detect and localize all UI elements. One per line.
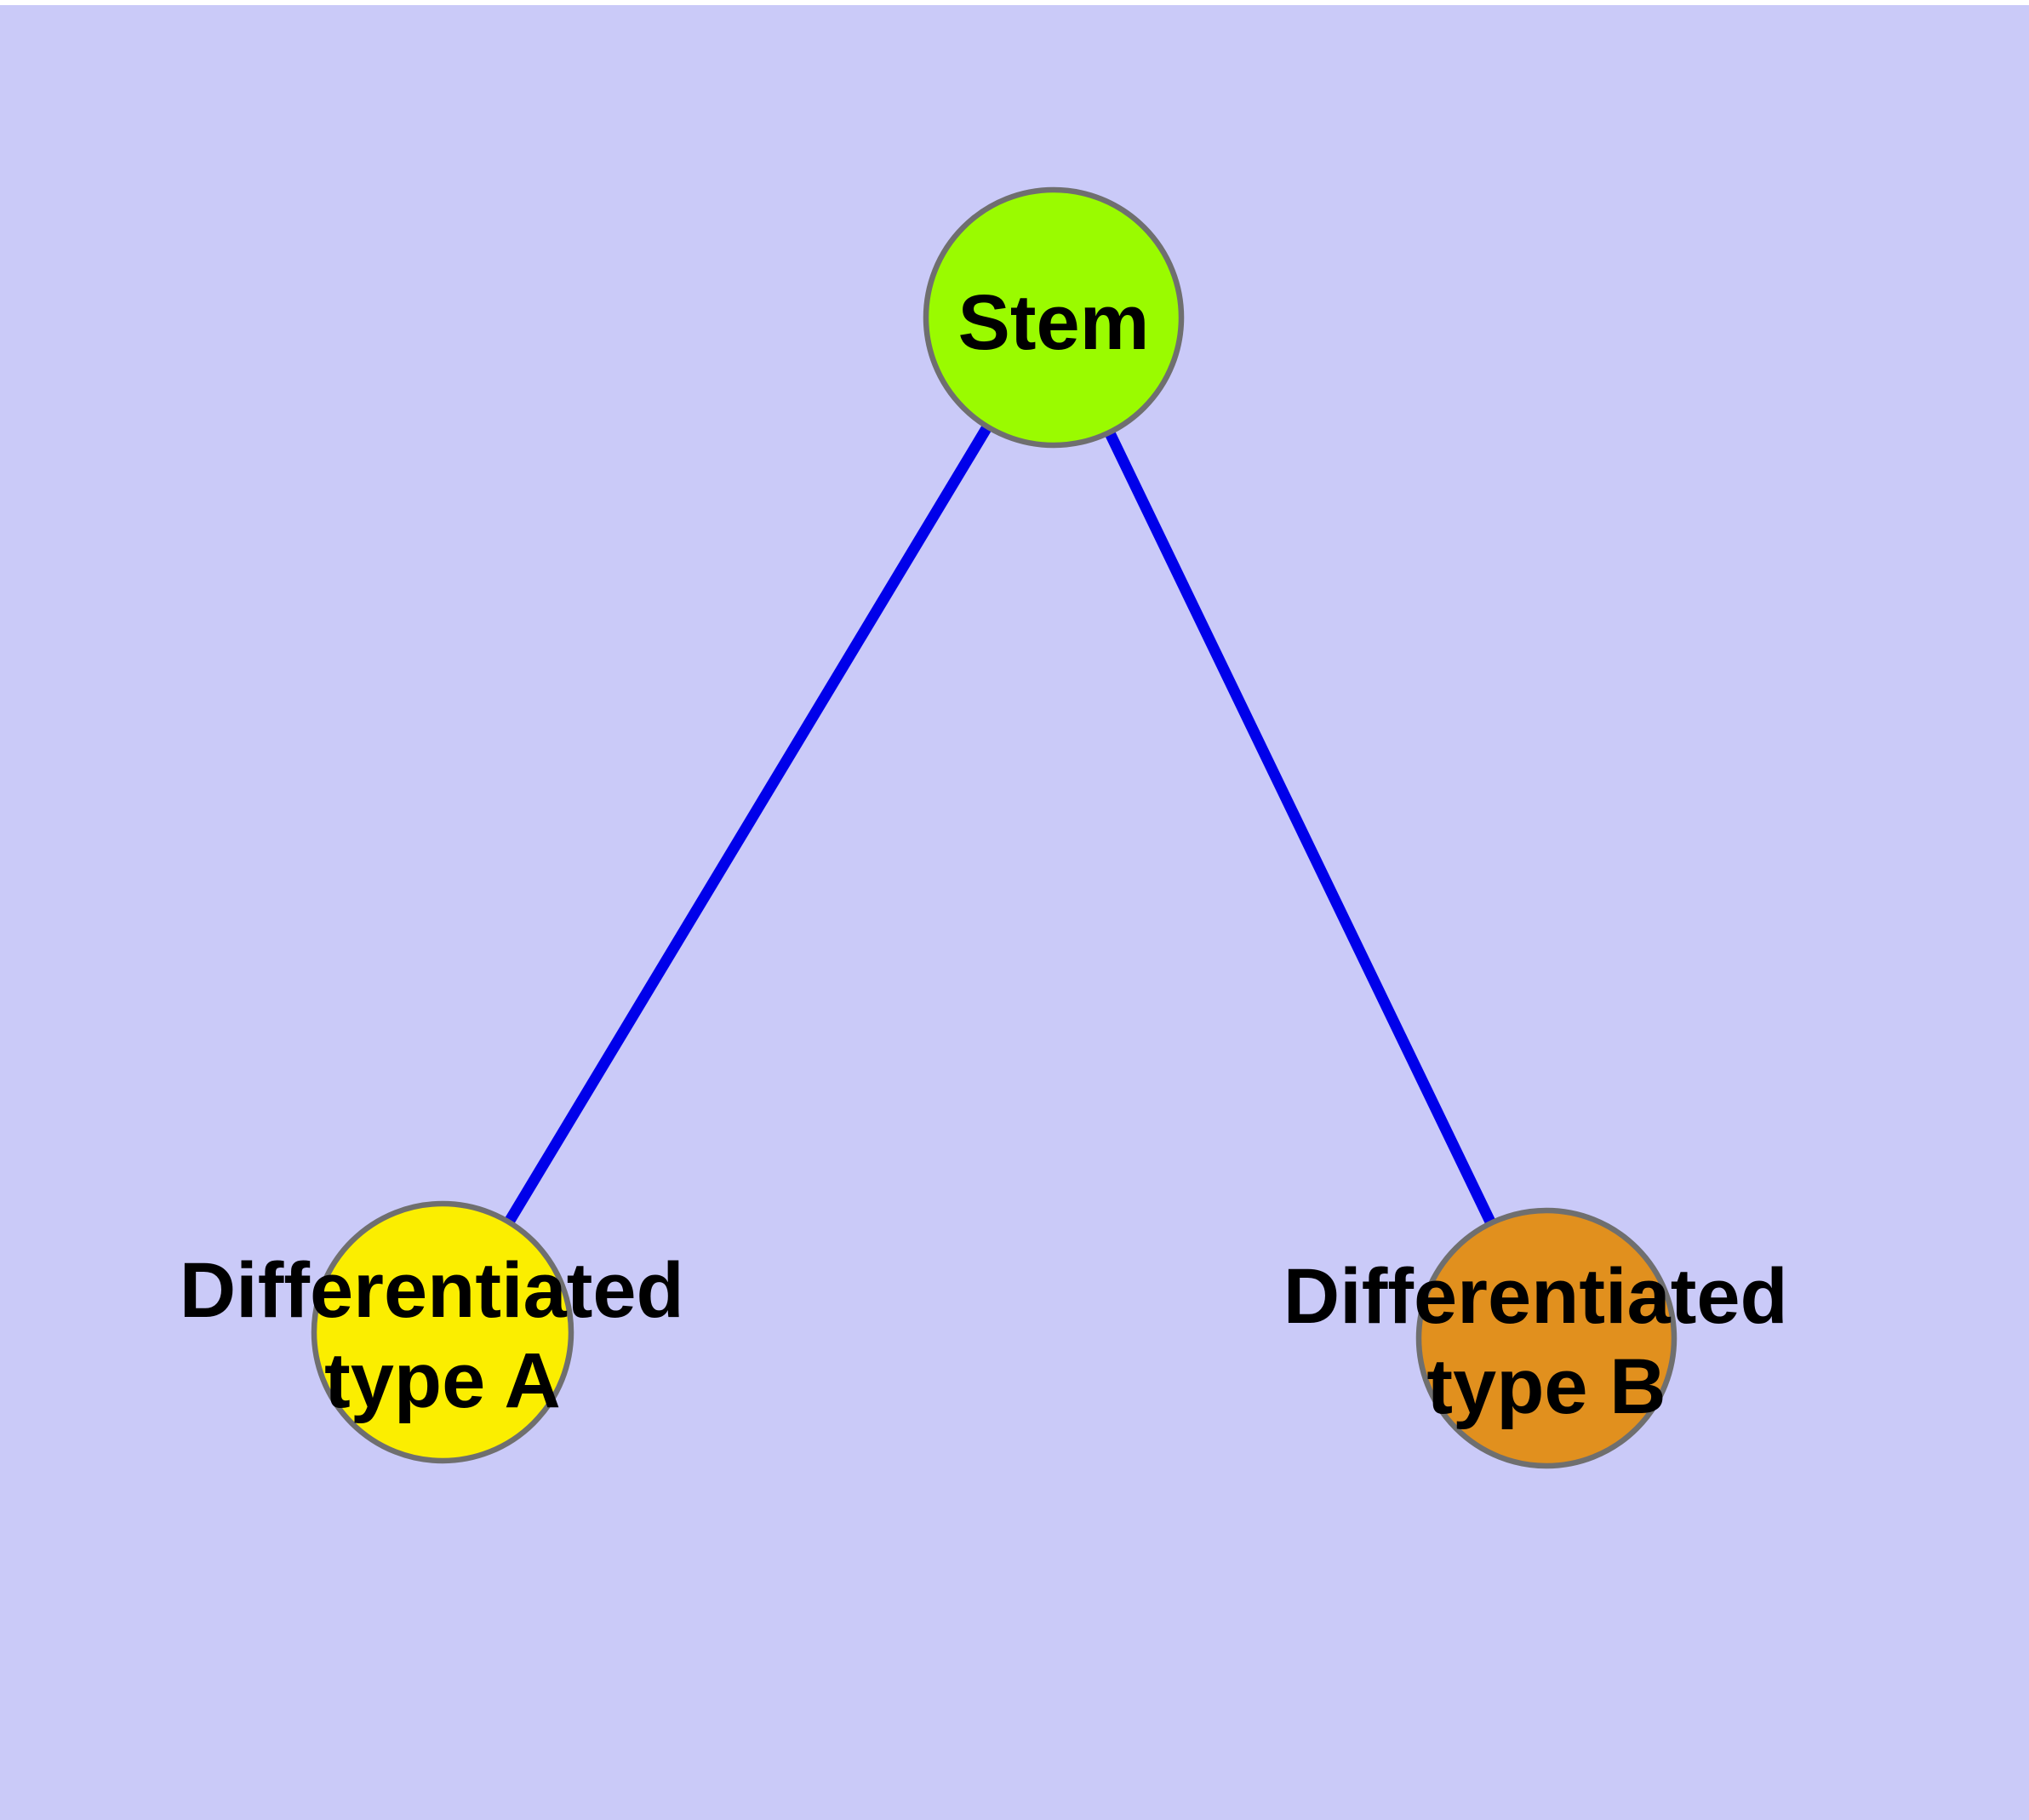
node-stem-label: Stem	[958, 279, 1150, 366]
node-type-a-label-line1: Differentiated	[180, 1247, 684, 1334]
node-type-b-label: Differentiated type B	[1283, 1253, 1810, 1430]
node-stem-circle	[923, 186, 1185, 449]
node-type-a-label-line2: type A	[324, 1337, 561, 1424]
node-type-b-label-line1: Differentiated	[1283, 1253, 1788, 1340]
node-type-b-circle	[1415, 1207, 1677, 1469]
node-type-b-label-line2: type B	[1426, 1343, 1666, 1430]
edge-stem-to-type-a	[437, 313, 1059, 1336]
node-type-a-circle	[311, 1200, 574, 1464]
edge-stem-to-type-b	[1049, 314, 1552, 1341]
node-type-a-label: Differentiated type A	[180, 1247, 706, 1424]
